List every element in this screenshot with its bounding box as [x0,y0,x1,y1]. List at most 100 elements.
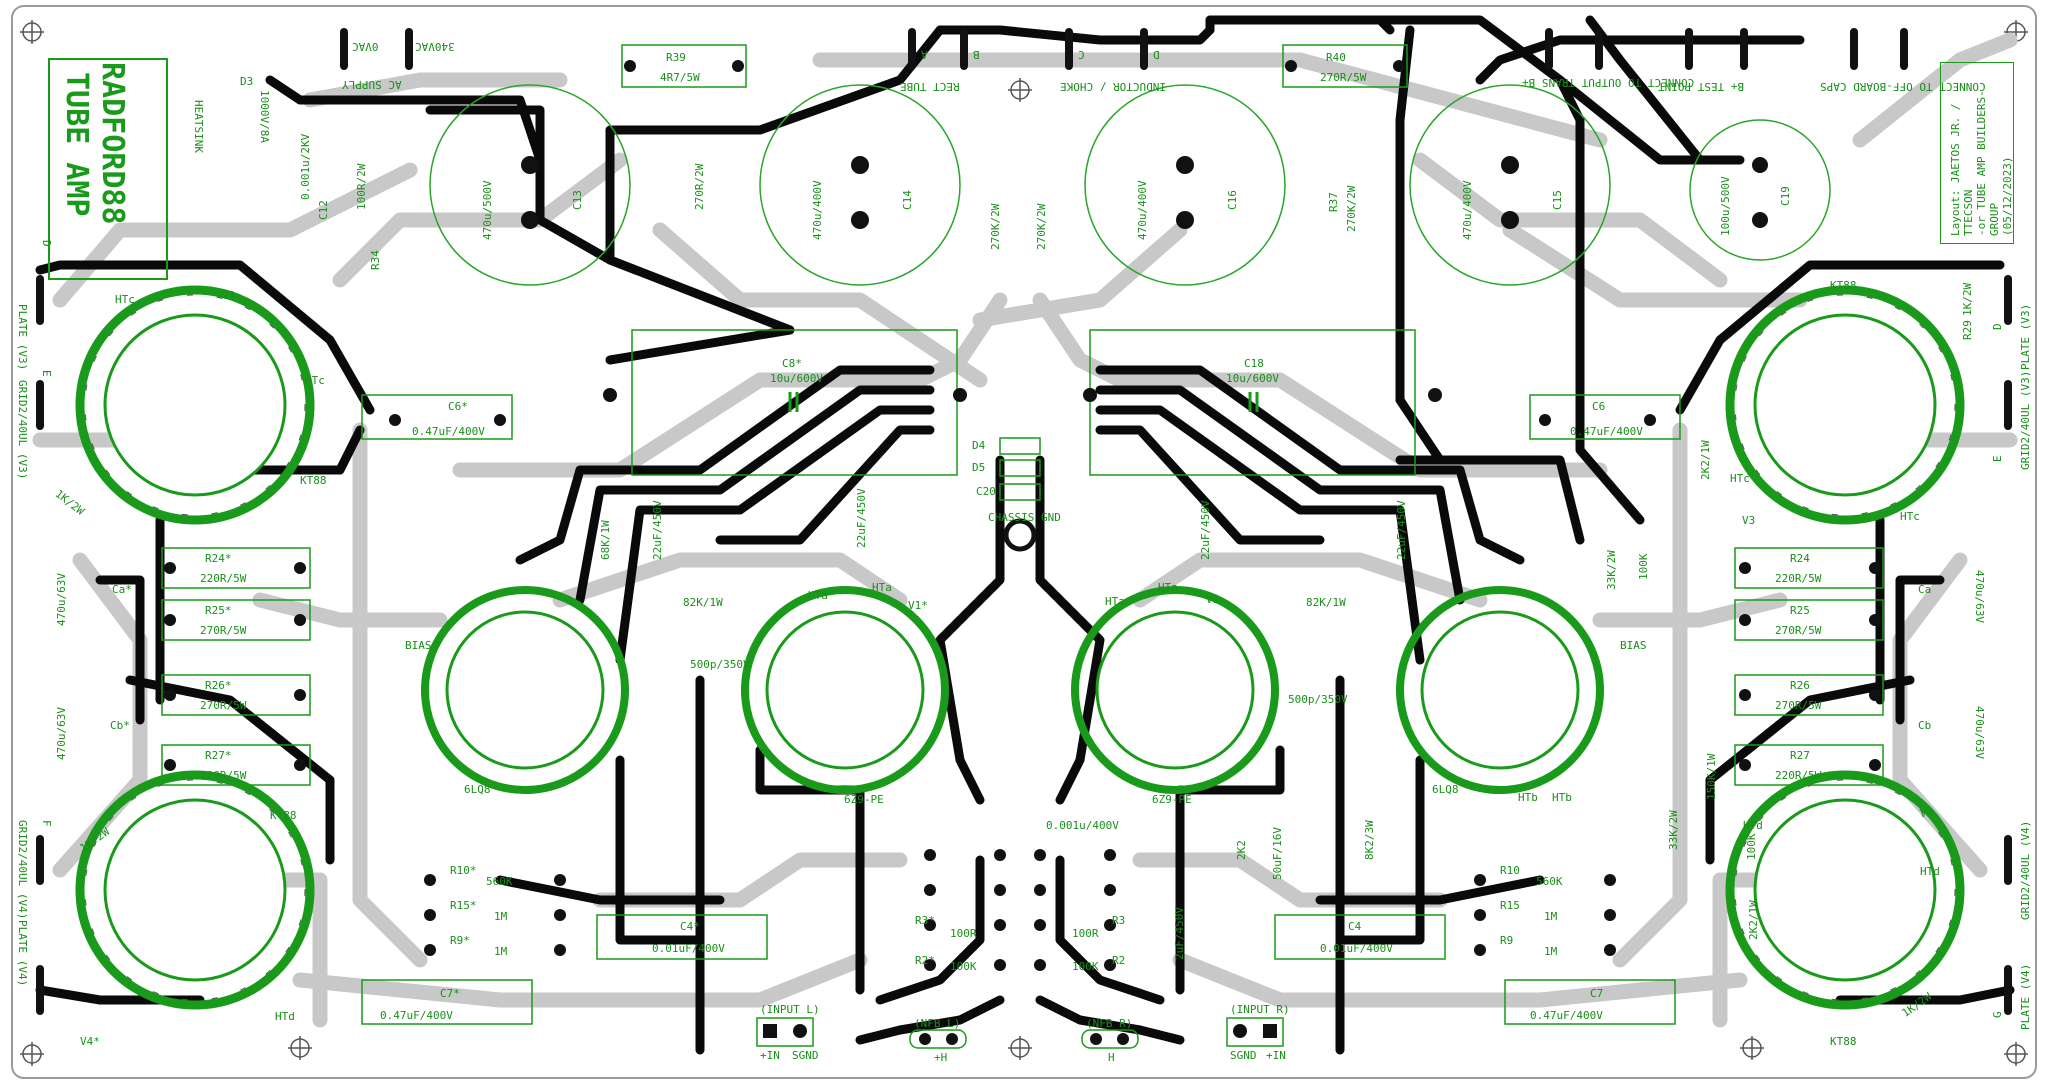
label-c7s: C7* [440,987,460,1000]
side-plate-v3-left: PLATE (V3) [16,304,29,371]
label-c20: C20 [976,485,996,498]
value-r25: 270R/5W [1775,624,1822,637]
cap-c14 [759,84,961,286]
value-d3: 1000V/8A [258,90,271,143]
conn-c: C [1078,48,1085,61]
credit-line-2: TTECSON [1962,189,1975,236]
conn-a: A [921,48,928,61]
value-r10: 560K [1536,875,1563,888]
value-r10s: 560K [486,875,513,888]
credit-line-1: Layout: JAETOS JR. / [1949,103,1962,236]
value-r24: 220R/5W [1775,572,1822,585]
label-c6s: C6* [448,400,468,413]
label-r34: R34 [369,250,382,270]
value-r28: 2K2/1W [1747,900,1760,940]
value-cb-s: 470u/63V [55,707,68,760]
heater-htc-right2: HTc [1900,510,1920,523]
value-c12: 0.001u/2KV [299,133,312,200]
value-r14: 8K2/3W [1363,820,1376,860]
side-conn-e-right: E [1991,455,2004,462]
side-grid2-v4-left: GRID2/40UL (V4) [16,820,29,920]
board-outline [11,5,2037,1079]
value-r9s: 1M [494,945,508,958]
label-inductor-choke: INDUCTOR / CHOKE [1060,80,1166,93]
heater-htc-left: HTc [115,293,135,306]
side-conn-f-left: F [40,820,53,827]
label-v1: V1 [1206,593,1220,606]
label-c4s: C4* [680,920,700,933]
heater-htd-right: HTd [1743,819,1763,832]
label-r24: R24 [1790,552,1810,565]
value-r38: 270K/2W [1035,203,1048,250]
value-c7s: 0.47uF/400V [380,1009,453,1022]
label-v3-right: V3 [1742,514,1756,527]
value-r4: 2K2 [1235,840,1248,860]
label-c13: C13 [571,190,584,210]
board-title-line1: RADFORD88 [95,62,130,225]
heater-htd-right2: HTd [1920,865,1940,878]
cap-c15 [1409,84,1611,286]
label-offboard-caps: CONNECT TO OFF-BOARD CAPS [1820,80,1986,93]
type-v1s: 6Z9-PE [844,793,884,806]
value-c5: 500p/350V [1288,693,1348,706]
type-v3-right: KT88 [1830,279,1857,292]
title-frame [48,58,168,280]
label-bias-right: BIAS [1620,639,1647,652]
filter-caps [429,84,1831,286]
value-r34: 100R/2W [355,163,368,210]
heater-htc-left2: HTc [305,374,325,387]
label-r26: R26 [1790,679,1810,692]
label-plus-h: +H [934,1051,948,1064]
value-r36: 270R/2W [693,163,706,210]
value-r35: 270K/2W [989,203,1002,250]
label-cb-s: Cb* [110,719,130,732]
value-r24s: 220R/5W [200,572,247,585]
value-r37: 270K/2W [1345,185,1358,232]
value-r19: 100K [1637,553,1650,581]
cap-c13 [429,84,631,286]
side-grid2-v4-right: GRID2/40UL (V4) [2019,820,2032,920]
top-traces [35,15,2015,1055]
center-diodes [999,437,1041,501]
value-r22: 150K/1W [1705,753,1718,800]
label-ac-supply: AC SUPPLY [342,78,402,91]
value-r9: 1M [1544,945,1558,958]
credit-frame [1940,62,2014,244]
value-r15: 1M [1544,910,1558,923]
value-r39: 4R7/5W [660,71,700,84]
value-cb: 470u/63V [1973,706,1986,759]
bottom-io [756,1017,1284,1049]
label-c4: C4 [1348,920,1362,933]
value-c6: 0.47uF/400V [1570,425,1643,438]
label-ca-s: Ca* [112,583,132,596]
value-r40: 270R/5W [1320,71,1367,84]
label-r26s: R26* [205,679,232,692]
label-r25s: R25* [205,604,232,617]
side-plate-v4-right: PLATE (V4) [2019,963,2032,1030]
label-cb: Cb [1918,719,1932,732]
heater-hta-2: HTa [872,581,892,594]
label-bias-left: BIAS [405,639,432,652]
label-r10s: R10* [450,864,477,877]
label-rect-tube: RECT TUBE [900,80,960,93]
label-r15s: R15* [450,899,477,912]
value-r2s: 100K [950,960,977,973]
label-v1s: V1* [908,599,928,612]
label-r3: R3 [1112,914,1126,927]
label-c18: C18 [1244,357,1264,370]
label-r40: R40 [1326,51,1346,64]
label-d3: D3 [240,75,254,88]
label-c7: C7 [1590,987,1604,1000]
heater-hta-3: HTa [1105,595,1125,608]
label-d4: D4 [972,439,986,452]
label-c8: C8* [782,357,802,370]
value-c16: 470u/400V [1136,180,1149,240]
value-c18: 10u/600V [1226,372,1279,385]
heater-hta-4: HTa [1158,581,1178,594]
heater-htb-1: HTb [1518,791,1538,804]
heater-hta-1: HTa [808,589,828,602]
label-sgnd-r: SGND [1230,1049,1257,1062]
side-conn-g-right: G [1991,1011,2004,1018]
value-c4s: 0.01uF/400V [652,942,725,955]
